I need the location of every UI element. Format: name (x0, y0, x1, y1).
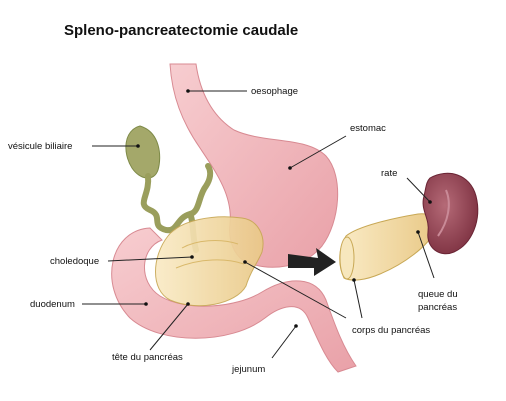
spleen-shape (422, 172, 479, 255)
dot-queue (416, 230, 420, 234)
dot-corps (243, 260, 247, 264)
resection-arrow (288, 248, 336, 276)
dot-estomac (288, 166, 292, 170)
label-rate: rate (381, 168, 397, 179)
label-corps: corps du pancréas (352, 325, 430, 336)
label-duodenum: duodenum (30, 299, 75, 310)
label-queue-line1: queue du (418, 289, 458, 300)
dot-jejunum (294, 324, 298, 328)
leader-tete (149, 303, 189, 351)
label-queue-line2: pancréas (418, 302, 457, 313)
leader-corps (244, 261, 347, 319)
label-jejunum: jejunum (231, 364, 265, 375)
pancreas-tail-shape (339, 213, 437, 281)
dot-tail-cut (352, 278, 356, 282)
label-choledoque: choledoque (50, 256, 99, 267)
label-oesophage: oesophage (251, 86, 298, 97)
pancreas-cut-surface (339, 236, 355, 280)
leader-dots (136, 89, 432, 328)
dot-oesophage (186, 89, 190, 93)
dot-tete (186, 302, 190, 306)
label-vesicule: vésicule biliaire (8, 141, 72, 152)
leader-jejunum (271, 325, 297, 359)
dot-rate (428, 200, 432, 204)
leader-rate (406, 177, 431, 203)
leader-tail-cut (353, 279, 363, 319)
diagram-title: Spleno-pancreatectomie caudale (64, 22, 299, 39)
label-estomac: estomac (350, 123, 386, 134)
dot-duodenum (144, 302, 148, 306)
gallbladder-shape (125, 125, 161, 179)
dot-choledoque (190, 255, 194, 259)
leader-choledoque (107, 256, 193, 262)
pancreas-head-shape (155, 216, 264, 307)
pancreas-fold (175, 240, 245, 269)
leader-lines (82, 90, 435, 359)
leader-queue (417, 231, 435, 279)
spleen-hilum (437, 189, 450, 237)
dot-vesicule (136, 144, 140, 148)
leader-estomac (289, 135, 347, 169)
label-tete: tête du pancréas (112, 352, 183, 363)
